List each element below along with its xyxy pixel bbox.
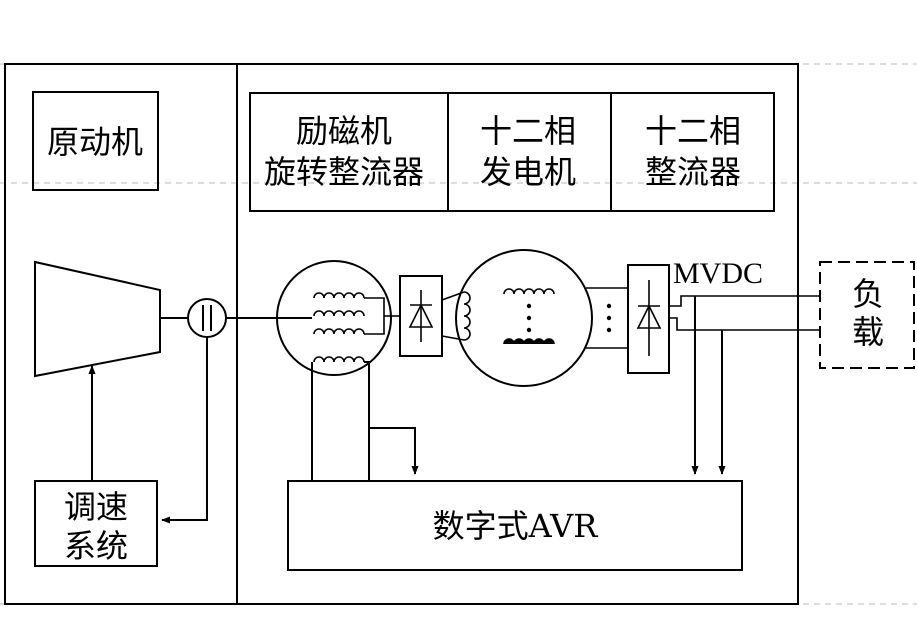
generator-output-lines xyxy=(586,287,628,349)
rotating-rectifier xyxy=(399,275,443,357)
mvdc-label: MVDC xyxy=(673,257,763,290)
exciter-label-line2: 旋转整流器 xyxy=(264,153,424,191)
load-box: 负 载 xyxy=(819,261,915,369)
generator-label-line1: 十二相 xyxy=(480,112,576,150)
exciter-field-leads xyxy=(311,361,419,480)
dc-bus-lines xyxy=(669,295,820,475)
load-label-line2: 载 xyxy=(852,313,884,351)
governor-label-line1: 调速 xyxy=(64,488,128,526)
generator-label-line2: 发电机 xyxy=(480,153,576,191)
twelve-phase-rectifier xyxy=(627,264,670,374)
avr-box: 数字式AVR xyxy=(287,480,743,571)
governor-label-line2: 系统 xyxy=(64,527,128,565)
prime-mover-label: 原动机 xyxy=(47,123,143,161)
load-label-line1: 负 xyxy=(852,275,884,313)
header-boxes: 励磁机 旋转整流器 十二相 发电机 十二相 整流器 xyxy=(249,92,775,212)
turbine-shape xyxy=(34,260,161,378)
exciter-label-line1: 励磁机 xyxy=(296,112,392,150)
shaft-coupling xyxy=(187,298,227,338)
speed-feedback-line xyxy=(161,337,208,524)
exciter-machine xyxy=(276,260,400,376)
governor-box: 调速 系统 xyxy=(34,480,158,567)
rectifier-label-line1: 十二相 xyxy=(645,112,741,150)
rectifier-label-line2: 整流器 xyxy=(645,153,741,191)
generator-machine xyxy=(441,249,593,387)
prime-mover-box: 原动机 xyxy=(32,91,159,191)
avr-label: 数字式AVR xyxy=(433,507,599,545)
outer-frame xyxy=(4,63,799,605)
